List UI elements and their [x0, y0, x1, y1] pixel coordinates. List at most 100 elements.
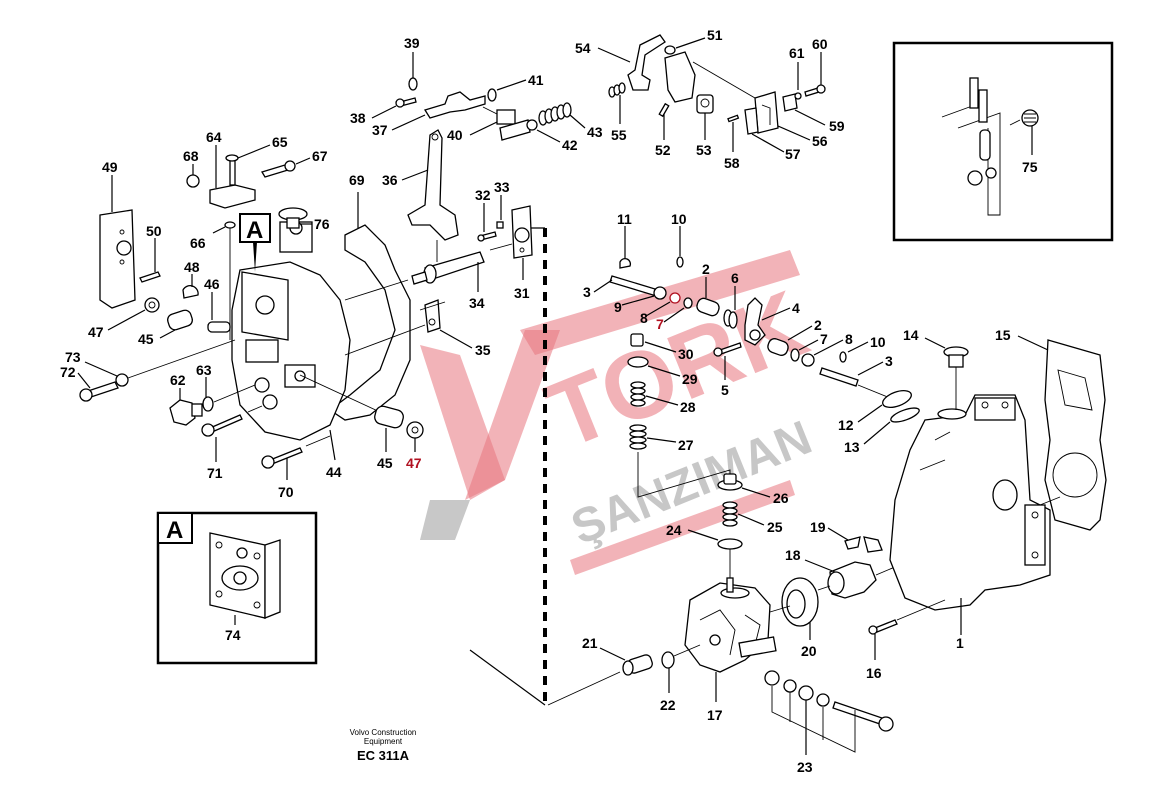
leader-12 — [857, 404, 883, 423]
callout-2-right: 2 — [814, 317, 822, 333]
leader-73 — [84, 361, 118, 377]
drawing-credit: Volvo Construction Equipment EC 311A — [350, 728, 417, 763]
leader-2-right — [787, 325, 813, 341]
inset-washer — [967, 170, 983, 186]
callout-43: 43 — [587, 124, 603, 140]
leader-3-left — [593, 279, 613, 293]
housing-side-flange — [1024, 504, 1046, 566]
link-plate-37 — [423, 91, 486, 119]
screw-70 — [269, 447, 303, 465]
leader-56 — [777, 125, 811, 141]
callout-54: 54 — [575, 40, 591, 56]
detail-marker-a: A — [246, 217, 263, 244]
bolt-23 — [832, 701, 883, 725]
inset-a-marker: A — [166, 517, 183, 544]
callout-51: 51 — [707, 27, 723, 43]
callout-45-top: 45 — [138, 331, 154, 347]
callout-8-right: 8 — [845, 331, 853, 347]
leader-7-left — [663, 307, 685, 323]
housing-port — [992, 479, 1018, 511]
callout-12: 12 — [838, 417, 854, 433]
shaft-3-right — [819, 367, 859, 387]
callout-18: 18 — [785, 547, 801, 563]
leader-36 — [401, 169, 429, 181]
callout-13: 13 — [844, 439, 860, 455]
leader-72 — [77, 372, 91, 389]
cap-12 — [882, 390, 912, 408]
callout-65: 65 — [272, 134, 288, 150]
callout-16: 16 — [866, 665, 882, 681]
cover-window — [245, 339, 279, 363]
leader-4 — [761, 307, 791, 321]
callout-72: 72 — [60, 364, 76, 380]
bracket-35 — [424, 299, 441, 333]
separator-link-bottom — [469, 649, 546, 706]
washer-23d — [816, 693, 830, 707]
governor-lever-assembly: 54 55 51 52 53 56 57 58 59 61 — [575, 27, 845, 171]
leader-67 — [295, 157, 311, 165]
callout-42: 42 — [562, 137, 578, 153]
governor-weights-assembly: 26 25 24 17 21 22 20 — [547, 473, 976, 775]
inset-detail-75: 75 — [892, 41, 1114, 242]
callout-50: 50 — [146, 223, 162, 239]
leader-42 — [536, 129, 561, 143]
callout-44: 44 — [326, 464, 342, 480]
callout-3-left: 3 — [583, 284, 591, 300]
inset-stud-2 — [978, 89, 988, 123]
lever-54 — [627, 34, 666, 91]
seal-47-top — [144, 297, 160, 313]
leader-57 — [751, 133, 785, 153]
linkage-assembly: 39 38 37 41 40 42 43 36 — [344, 35, 603, 358]
watermark-underline-top — [520, 250, 800, 355]
spring-55 — [608, 82, 626, 98]
callout-33: 33 — [494, 179, 510, 195]
callout-38: 38 — [350, 110, 366, 126]
ring-13 — [890, 407, 920, 423]
governor-housing-assembly: 1 14 12 13 15 16 — [838, 327, 1107, 681]
bracket-40b — [499, 119, 531, 141]
leader-40 — [469, 121, 498, 136]
callout-29: 29 — [682, 371, 698, 387]
callout-9: 9 — [614, 299, 622, 315]
leader-25 — [737, 513, 765, 526]
inset-leader — [1009, 119, 1021, 126]
inset-bracket — [941, 104, 1001, 216]
leader-8-right — [813, 339, 844, 356]
control-shaft-assembly: 3 11 10 9 8 7 2 6 4 5 2 — [583, 211, 893, 498]
ring-24 — [717, 538, 743, 550]
callout-47-bottom: 47 — [406, 455, 422, 471]
callout-70: 70 — [278, 484, 294, 500]
cover-flange-port — [255, 295, 275, 315]
watermark-underline-bottom — [570, 480, 795, 575]
leader-51 — [675, 37, 706, 49]
callout-23: 23 — [797, 759, 813, 775]
callout-75: 75 — [1022, 159, 1038, 175]
callout-76: 76 — [314, 216, 330, 232]
callout-21: 21 — [582, 635, 598, 651]
seat-29 — [627, 356, 649, 368]
callout-14: 14 — [903, 327, 919, 343]
seal-47-bottom — [406, 421, 424, 439]
callout-7-right: 7 — [820, 331, 828, 347]
callout-11: 11 — [617, 211, 632, 227]
leader-10-right — [847, 341, 869, 353]
leader-47-top — [107, 309, 146, 331]
leader-21 — [599, 647, 626, 661]
callout-59: 59 — [829, 118, 845, 134]
leader-66 — [212, 226, 226, 234]
ring-7-right — [790, 348, 800, 362]
governor-cover-assembly: 69 44 A 76 64 65 67 68 — [60, 129, 424, 500]
key-48 — [182, 285, 199, 299]
clip-33 — [496, 221, 504, 229]
plug-62 — [169, 399, 196, 426]
leader-37 — [391, 114, 426, 131]
callout-35: 35 — [475, 342, 491, 358]
callout-37: 37 — [372, 122, 388, 138]
clip-10-right — [839, 351, 847, 363]
leader-43 — [569, 114, 586, 129]
callout-74: 74 — [225, 627, 241, 643]
callout-41: 41 — [528, 72, 544, 88]
gasket-69 — [328, 224, 411, 421]
leader-30 — [644, 341, 677, 353]
washer-73 — [115, 373, 129, 387]
